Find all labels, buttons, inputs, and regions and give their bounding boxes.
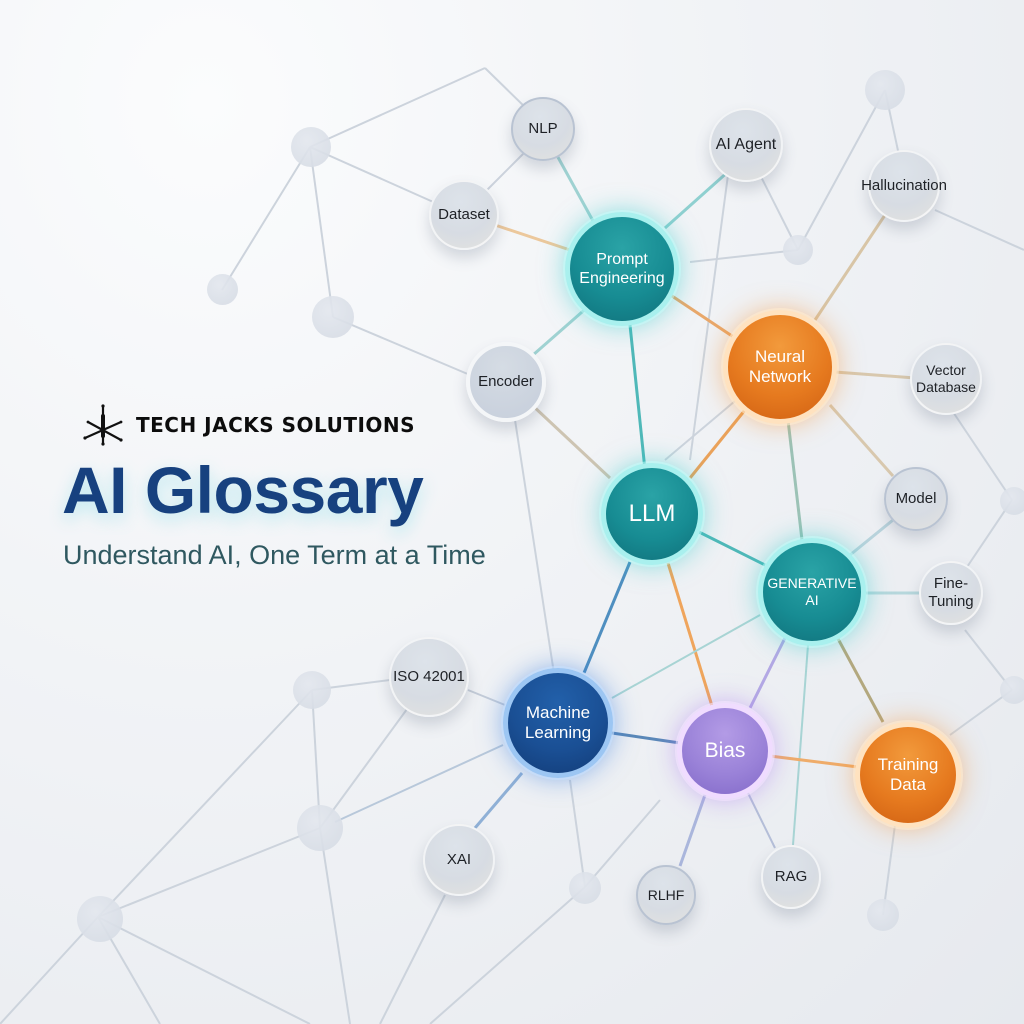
brand: TECH JACKS SOLUTIONS <box>80 402 415 448</box>
background-dot <box>865 70 905 110</box>
primary-edges <box>334 129 922 867</box>
background-edges <box>0 67 1024 1024</box>
background-dot <box>297 805 343 851</box>
background-dot <box>569 872 601 904</box>
node-label: RLHF <box>647 886 685 903</box>
background-dot <box>291 127 331 167</box>
node-generative-ai[interactable]: GENERATIVE AI <box>758 538 866 646</box>
background-dot <box>783 235 813 265</box>
node-label: Model <box>895 490 937 507</box>
node-nlp[interactable]: NLP <box>511 97 575 161</box>
node-label: XAI <box>446 851 472 868</box>
node-ai-agent[interactable]: AI Agent <box>709 108 783 182</box>
star-burst-logo-icon <box>83 404 123 446</box>
page-subtitle: Understand AI, One Term at a Time <box>63 540 486 570</box>
node-model[interactable]: Model <box>884 467 948 531</box>
node-iso-42001[interactable]: ISO 42001 <box>389 637 469 717</box>
node-training-data[interactable]: Training Data <box>855 722 961 828</box>
node-label: Prompt Engineering <box>579 250 665 287</box>
node-dataset[interactable]: Dataset <box>429 180 499 250</box>
node-label: Vector Database <box>916 362 976 395</box>
node-label: Machine Learning <box>524 702 592 742</box>
node-rag[interactable]: RAG <box>761 845 821 909</box>
background-dot <box>1000 487 1024 515</box>
node-label: Hallucination <box>861 177 947 194</box>
node-label: ISO 42001 <box>393 668 465 685</box>
node-label: GENERATIVE AI <box>767 575 857 608</box>
node-label: Dataset <box>438 206 490 223</box>
background-dot <box>207 274 238 305</box>
node-bias[interactable]: Bias <box>677 703 773 799</box>
node-label: Encoder <box>478 373 534 390</box>
node-rlhf[interactable]: RLHF <box>636 865 696 925</box>
node-neural-network[interactable]: Neural Network <box>723 310 837 424</box>
background-dot <box>867 899 899 931</box>
node-label: LLM <box>628 499 676 527</box>
node-label: RAG <box>774 868 808 885</box>
node-llm[interactable]: LLM <box>601 463 703 565</box>
background-dot <box>312 296 354 338</box>
node-machine-learning[interactable]: Machine Learning <box>503 668 613 778</box>
background-dot <box>77 896 123 942</box>
node-prompt-engineering[interactable]: Prompt Engineering <box>565 212 679 326</box>
node-label: Training Data <box>877 754 939 794</box>
node-label: NLP <box>528 120 558 137</box>
node-label: Bias <box>704 739 746 763</box>
page-title: AI Glossary <box>62 453 424 527</box>
node-xai[interactable]: XAI <box>423 824 495 896</box>
node-label: Neural Network <box>748 346 812 386</box>
node-encoder[interactable]: Encoder <box>466 342 546 422</box>
background-dot <box>293 671 331 709</box>
node-vector-database[interactable]: Vector Database <box>910 343 982 415</box>
node-label: Fine- Tuning <box>928 575 974 610</box>
background-dot <box>1000 676 1024 704</box>
node-label: AI Agent <box>715 136 777 154</box>
node-hallucination[interactable]: Hallucination <box>861 150 947 222</box>
brand-name: TECH JACKS SOLUTIONS <box>136 413 416 437</box>
node-fine-tuning[interactable]: Fine- Tuning <box>919 561 983 625</box>
